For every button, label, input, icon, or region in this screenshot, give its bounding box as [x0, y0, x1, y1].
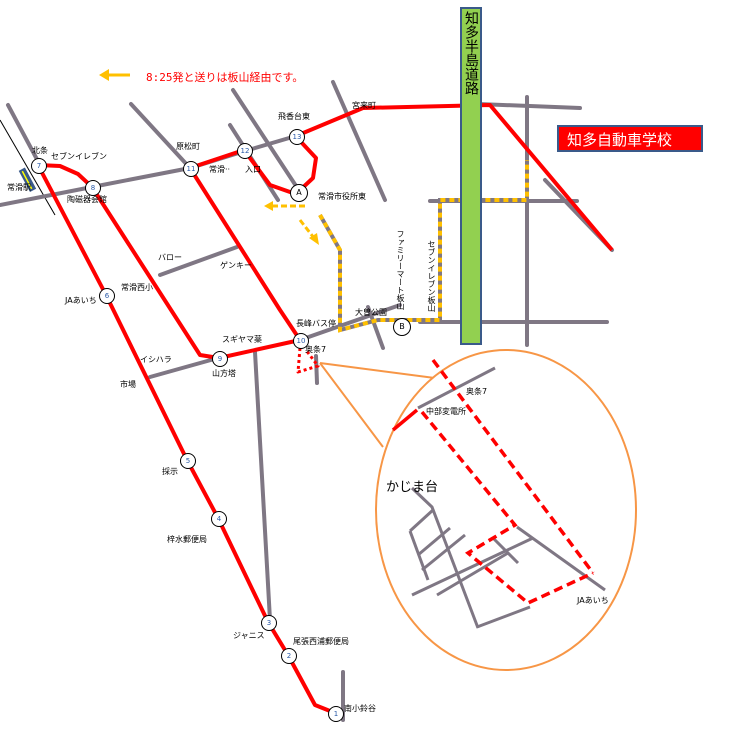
- label-owari-post: 尾張西浦郵便局: [293, 637, 349, 646]
- arrow-down-icon: [309, 233, 319, 245]
- label-okujo: 奥条7: [305, 345, 327, 354]
- bus-stop-6[interactable]: 6: [99, 288, 115, 304]
- detour-route: [99, 69, 529, 333]
- label-entrance-2: 入口: [245, 165, 261, 174]
- label-miyaki: 宮来町: [352, 101, 376, 110]
- railway: [0, 119, 56, 216]
- bus-stop-3[interactable]: 3: [261, 615, 277, 631]
- inset-roads: [408, 366, 606, 629]
- inset-label-ja: JAあいち: [577, 596, 609, 605]
- label-seven-eleven: セブンイレブン: [51, 152, 107, 161]
- label-saiji: 採示: [162, 467, 178, 476]
- label-ceramic-hall: 陶磁器会館: [67, 195, 107, 204]
- bus-stop-8[interactable]: 8: [85, 180, 101, 196]
- inset-connector: [319, 349, 637, 671]
- label-hiko: 飛香台東: [278, 112, 310, 121]
- label-nagamine: 長峰バス停: [296, 319, 336, 328]
- label-station: 常滑駅: [7, 183, 31, 192]
- inset-label-kajima: かじま台: [386, 480, 439, 495]
- label-ichiba: 市場: [120, 380, 136, 389]
- label-nishi-school: 常滑西小: [121, 283, 153, 292]
- bus-stop-4[interactable]: 4: [211, 511, 227, 527]
- bus-stop-1[interactable]: 1: [328, 706, 344, 722]
- arrow-left-icon: [264, 201, 273, 211]
- label-azusa-post: 梓水郵便局: [167, 535, 207, 544]
- bus-stop-12[interactable]: 12: [237, 143, 253, 159]
- inset-route: [391, 358, 595, 606]
- driving-school-label: 知多自動車学校: [557, 125, 703, 152]
- inset-label-okujo: 奥条7: [466, 387, 488, 396]
- bus-stop-b[interactable]: B: [393, 318, 411, 336]
- label-hojo: 北条: [32, 146, 48, 155]
- bus-stop-7[interactable]: 7: [31, 158, 47, 174]
- label-entrance-1: 常滑··: [209, 165, 231, 174]
- label-city-hall: 常滑市役所東: [318, 192, 366, 201]
- label-genky: ゲンキー: [220, 261, 252, 270]
- label-janis: ジャニス: [233, 631, 265, 640]
- inset-label-substation: 中部変電所: [426, 407, 466, 416]
- label-sugiyama: スギヤマ薬: [222, 335, 262, 344]
- label-ishihara: イシハラ: [140, 355, 172, 364]
- label-haramatsu: 原松町: [176, 142, 200, 151]
- bus-stop-10[interactable]: 10: [293, 333, 309, 349]
- bus-stop-11[interactable]: 11: [183, 161, 199, 177]
- label-seven-eleven-itayama: セブンイレブン板山: [427, 240, 436, 312]
- bus-stop-a[interactable]: A: [290, 184, 308, 202]
- bus-stop-5[interactable]: 5: [180, 453, 196, 469]
- label-ja: JAあいち: [65, 296, 97, 305]
- label-minami-school: 南小鈴谷: [344, 704, 376, 713]
- label-family-mart: ファミリーマート板山: [396, 230, 405, 310]
- notice-text: 8:25発と送りは板山経由です。: [146, 71, 304, 84]
- expressway-label: 知多半島道路: [463, 11, 479, 95]
- bus-stop-2[interactable]: 2: [281, 648, 297, 664]
- expressway: 知多半島道路: [460, 7, 482, 345]
- bus-stop-9[interactable]: 9: [212, 351, 228, 367]
- label-yamakata: 山方塔: [212, 369, 236, 378]
- label-oso-park: 大曽公園: [355, 308, 387, 317]
- label-baro: バロー: [158, 253, 182, 262]
- notice-arrow-icon: [99, 69, 109, 81]
- bus-stop-13[interactable]: 13: [289, 129, 305, 145]
